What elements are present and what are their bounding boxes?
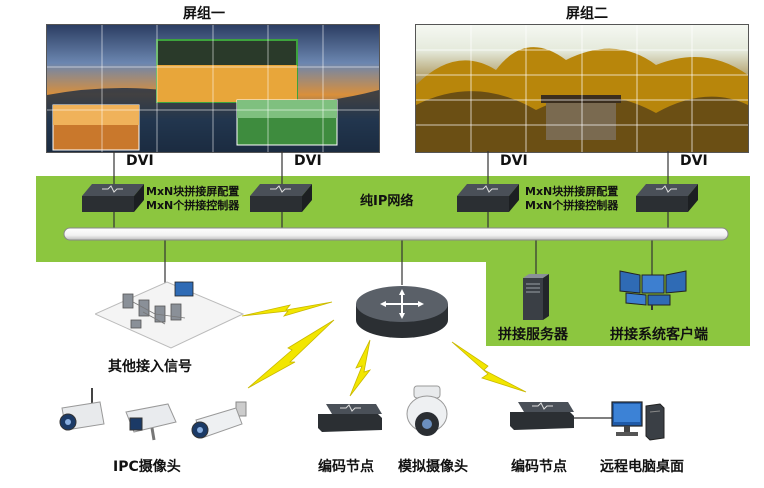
controller-caption-line2: MxN个拼接控制器 bbox=[525, 199, 619, 212]
dvi-label-3: DVI bbox=[500, 153, 528, 169]
network-bus bbox=[63, 227, 729, 241]
encoder-node-right-label: 编码节点 bbox=[511, 459, 567, 475]
ip-network-band bbox=[36, 176, 750, 262]
splice-controller-4 bbox=[636, 184, 698, 212]
analog-dome-camera-icon bbox=[406, 385, 448, 436]
splice-controller-3 bbox=[457, 184, 519, 212]
controller-caption-line2: MxN个拼接控制器 bbox=[146, 199, 240, 212]
encoder-node-right-icon bbox=[510, 402, 574, 430]
controller-caption-left: MxN块拼接屏配置 MxN个拼接控制器 bbox=[146, 185, 239, 213]
dvi-label-2: DVI bbox=[294, 153, 322, 169]
encoder-node-left-label: 编码节点 bbox=[318, 459, 374, 475]
splice-client-monitors-icon bbox=[619, 270, 687, 310]
ipc-camera-3-icon bbox=[191, 401, 247, 439]
dvi-label-1: DVI bbox=[126, 153, 154, 169]
lightning-icon bbox=[451, 341, 527, 393]
controller-caption-line1: MxN块拼接屏配置 bbox=[525, 185, 619, 198]
other-signals-label: 其他接入信号 bbox=[108, 359, 192, 375]
ipc-camera-label: IPC摄像头 bbox=[113, 459, 181, 475]
video-wall-1-content bbox=[47, 25, 379, 152]
encoder-node-left-icon bbox=[318, 404, 382, 432]
lightning-icon bbox=[241, 301, 333, 317]
video-wall-1 bbox=[46, 24, 380, 153]
screen-group-1-title: 屏组一 bbox=[183, 6, 225, 22]
splice-controller-2 bbox=[250, 184, 312, 212]
ip-network-label: 纯IP网络 bbox=[360, 194, 414, 209]
ipc-camera-1-icon bbox=[59, 388, 105, 431]
splice-server-label: 拼接服务器 bbox=[498, 327, 568, 343]
analog-camera-label: 模拟摄像头 bbox=[398, 459, 468, 475]
remote-pc-icon bbox=[611, 401, 665, 441]
controller-caption-right: MxN块拼接屏配置 MxN个拼接控制器 bbox=[525, 185, 618, 213]
video-wall-2 bbox=[415, 24, 749, 153]
video-wall-2-content bbox=[416, 25, 748, 152]
ipc-camera-2-icon bbox=[125, 403, 177, 441]
other-signals-network-icon bbox=[95, 281, 245, 349]
lightning-icon bbox=[349, 339, 372, 397]
core-router-icon bbox=[356, 286, 448, 338]
splice-client-label: 拼接系统客户端 bbox=[610, 327, 708, 343]
dvi-label-4: DVI bbox=[680, 153, 708, 169]
lightning-icon bbox=[247, 319, 335, 389]
controller-caption-line1: MxN块拼接屏配置 bbox=[146, 185, 240, 198]
splice-server-icon bbox=[523, 274, 549, 320]
screen-group-2-title: 屏组二 bbox=[566, 6, 608, 22]
splice-controller-1 bbox=[82, 184, 144, 212]
remote-desktop-label: 远程电脑桌面 bbox=[600, 459, 684, 475]
